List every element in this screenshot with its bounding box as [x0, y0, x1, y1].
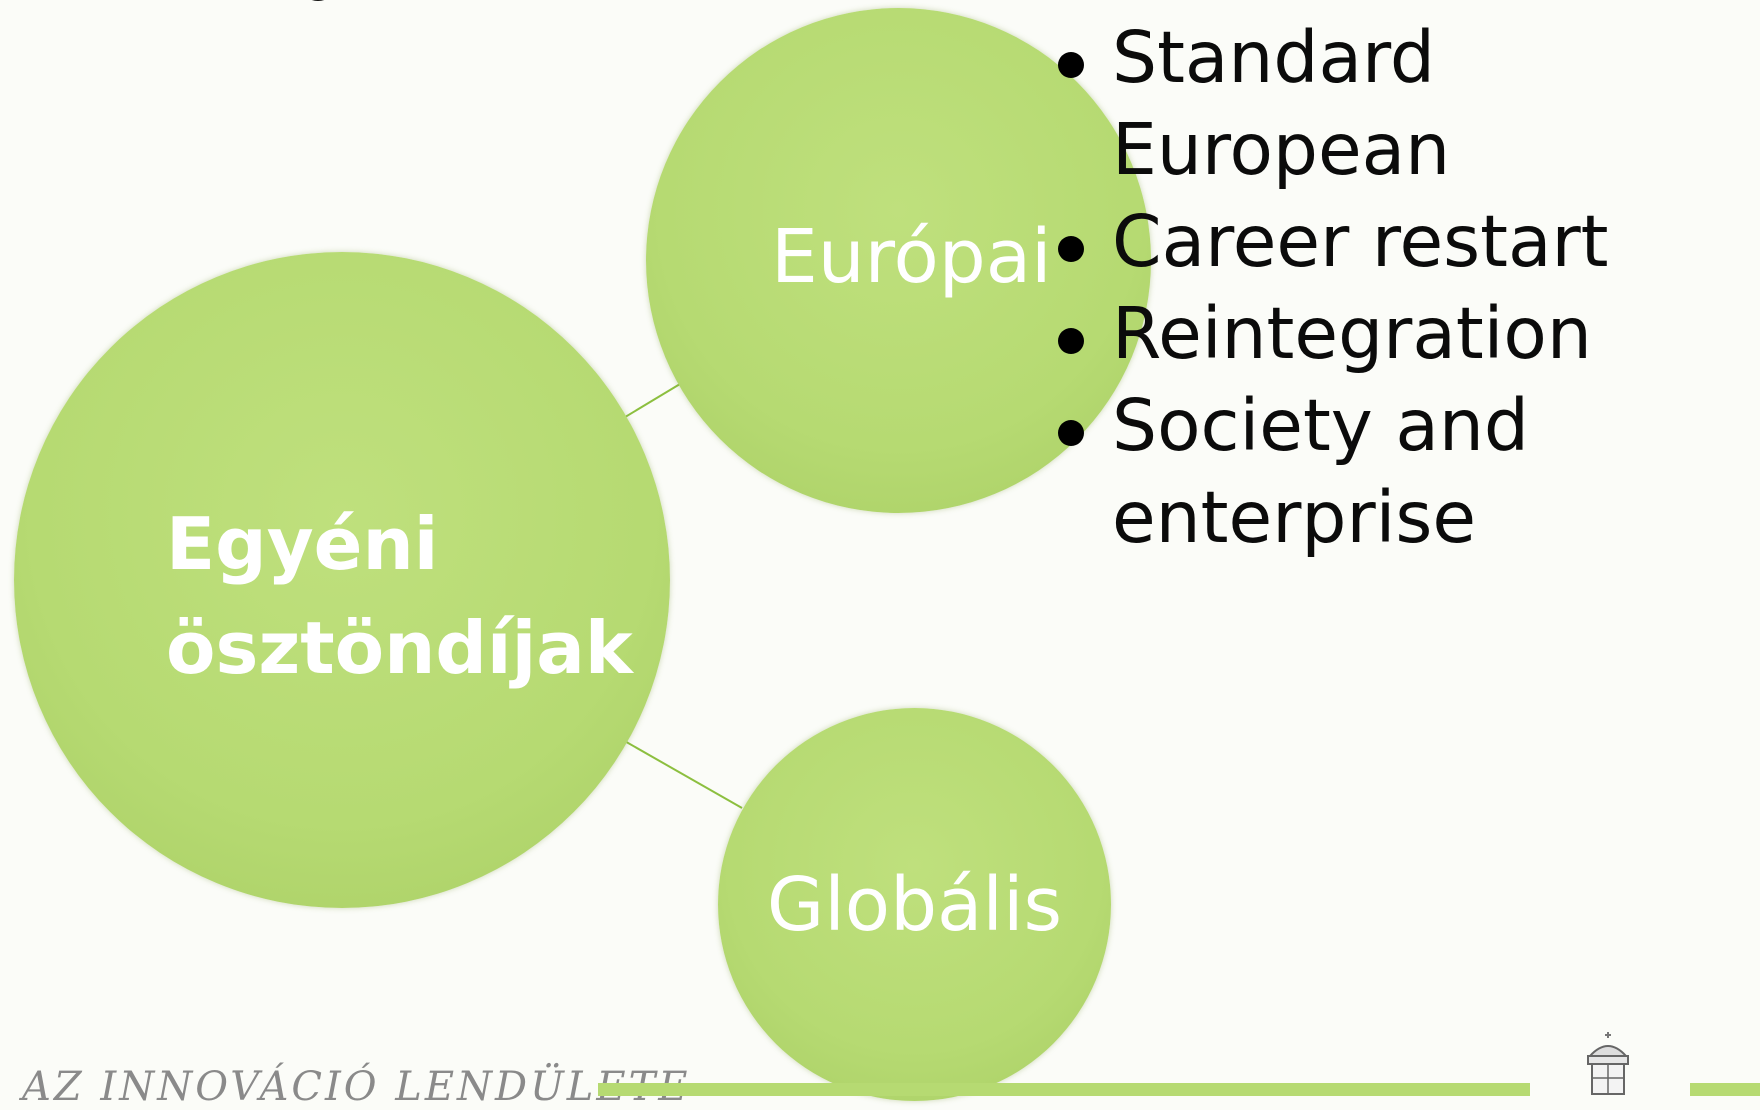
footer-bar-left — [598, 1083, 1530, 1096]
bullet-item: Reintegration — [1052, 288, 1752, 380]
bullet-item: Society and enterprise — [1052, 380, 1752, 564]
crest-icon — [1587, 1032, 1629, 1095]
globalis-node-label: Globális — [766, 861, 1063, 948]
globalis-node-circle: Globális — [718, 708, 1111, 1101]
bullet-item: Standard European — [1052, 12, 1752, 196]
footer-bar-right — [1690, 1083, 1760, 1096]
main-node-circle: Egyéni ösztöndíjak — [14, 252, 670, 908]
europai-bullet-list: Standard European Career restart Reinteg… — [1052, 12, 1752, 564]
europai-node-label: Európai — [771, 214, 1052, 300]
bullet-item: Career restart — [1052, 196, 1752, 288]
footer-slogan: AZ INNOVÁCIÓ LENDÜLETE — [22, 1064, 691, 1110]
main-node-label: Egyéni ösztöndíjak — [166, 502, 633, 690]
